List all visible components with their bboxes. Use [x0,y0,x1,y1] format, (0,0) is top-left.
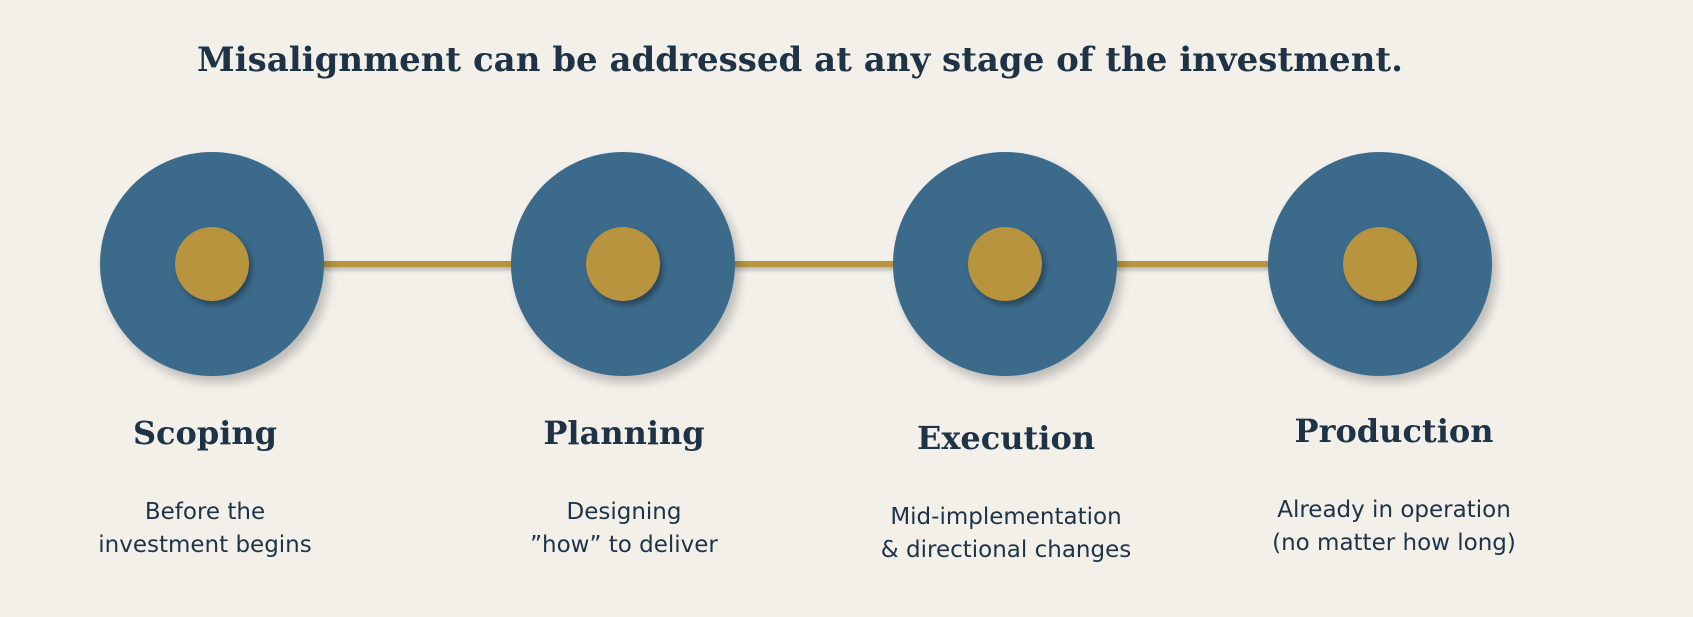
stage-description-planning: Designing ”how” to deliver [464,496,784,562]
stage-circle-planning [511,152,735,376]
connector-planning-execution [732,261,896,267]
stage-name-scoping: Scoping [132,414,278,452]
stage-description-production: Already in operation (no matter how long… [1234,494,1554,560]
stage-description-line: Before the [144,499,266,525]
stage-name-planning: Planning [543,414,705,452]
stage-name-execution: Execution [916,419,1096,457]
stage-description-line: investment begins [98,532,312,558]
stage-circle-execution [893,152,1117,376]
stage-marker-scoping [175,227,249,301]
stage-description-line: Designing [566,499,682,525]
stage-description-scoping: Before the investment begins [45,496,365,562]
connector-execution-production [1114,261,1272,267]
stage-marker-planning [586,227,660,301]
stage-description-line: & directional changes [880,537,1132,563]
stage-description-line: ”how” to deliver [530,532,718,558]
stage-circle-production [1268,152,1492,376]
stage-description-line: Mid-implementation [890,504,1122,530]
stage-marker-execution [968,227,1042,301]
stage-description-line: Already in operation [1277,497,1511,523]
stage-circle-scoping [100,152,324,376]
stage-description-line: (no matter how long) [1272,530,1516,556]
stage-name-production: Production [1294,412,1494,450]
stage-marker-production [1343,227,1417,301]
diagram-title: Misalignment can be addressed at any sta… [197,40,1403,80]
connector-scoping-planning [320,261,516,267]
stage-description-execution: Mid-implementation & directional changes [846,501,1166,567]
